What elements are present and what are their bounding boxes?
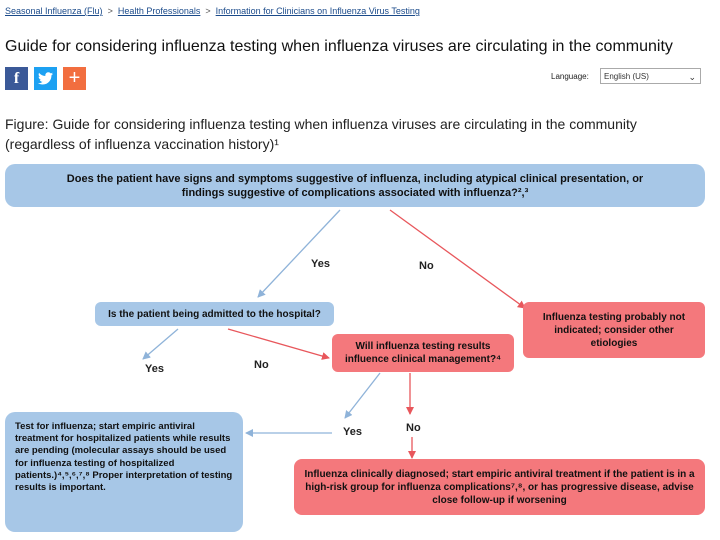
language-select[interactable]: English (US) ⌄ [600,68,701,84]
question-admitted-text: Is the patient being admitted to the hos… [108,308,321,320]
question-admitted-box: Is the patient being admitted to the hos… [95,302,334,326]
question-clinical-management-text: Will influenza testing results influence… [344,341,502,365]
testing-not-indicated-text: Influenza testing probably not indicated… [542,311,686,349]
question-clinical-management-box: Will influenza testing results influence… [332,334,514,372]
facebook-share-button[interactable]: f [5,67,28,90]
more-share-button[interactable]: + [63,67,86,90]
chevron-down-icon: ⌄ [688,72,696,82]
arrow-q2-no [227,328,330,360]
language-selected-value: English (US) [604,72,649,81]
arrow-q2-yes [142,328,179,360]
breadcrumb-separator: > [107,6,113,16]
breadcrumb-seasonal-flu-link[interactable]: Seasonal Influenza (Flu) [5,6,103,16]
label-yes-3: Yes [343,426,362,438]
label-no-2: No [254,359,269,371]
arrow-q1-no [389,209,526,309]
breadcrumb-separator: > [205,6,211,16]
plus-icon: + [68,67,81,89]
arrow-q3-yes [344,372,381,419]
test-for-influenza-text: Test for influenza; start empiric antivi… [15,421,233,494]
arrow-q1-yes [257,209,341,298]
twitter-share-button[interactable] [34,67,57,90]
breadcrumb: Seasonal Influenza (Flu) > Health Professi… [5,6,420,16]
label-no-1: No [419,260,434,272]
breadcrumb-health-professionals-link[interactable]: Health Professionals [117,6,201,16]
question-signs-symptoms-box: Does the patient have signs and symptoms… [5,164,705,207]
clinically-diagnosed-text: Influenza clinically diagnosed; start em… [304,468,695,506]
breadcrumb-clinicians-link[interactable]: Information for Clinicians on Influenza … [215,6,420,16]
facebook-icon: f [13,69,20,87]
label-no-3: No [406,422,421,434]
label-yes-2: Yes [145,363,164,375]
testing-not-indicated-box: Influenza testing probably not indicated… [523,302,705,358]
figure-caption: Figure: Guide for considering influenza … [5,116,637,152]
label-yes-1: Yes [311,258,330,270]
test-for-influenza-box: Test for influenza; start empiric antivi… [5,412,243,532]
question-signs-symptoms-text: Does the patient have signs and symptoms… [66,172,644,199]
twitter-icon [38,72,53,85]
page-title: Guide for considering influenza testing … [5,38,673,55]
clinically-diagnosed-box: Influenza clinically diagnosed; start em… [294,459,705,515]
language-label: Language: [551,72,589,81]
